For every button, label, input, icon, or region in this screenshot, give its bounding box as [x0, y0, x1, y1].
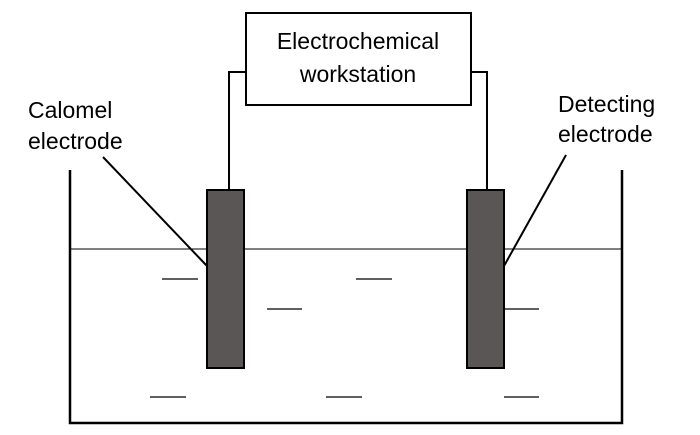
liquid-dashes	[150, 278, 539, 398]
detecting-label-line2: electrode	[558, 121, 653, 147]
calomel-label-line2: electrode	[28, 128, 123, 154]
calomel-label-line1: Calomel	[28, 97, 112, 123]
workstation-box	[245, 12, 472, 106]
calomel-leader-line	[102, 156, 208, 267]
workstation-label-line1: Electrochemical	[277, 28, 439, 54]
calomel-electrode-rod	[206, 189, 245, 369]
workstation-label-line2: workstation	[299, 61, 416, 87]
detecting-leader-line	[503, 154, 567, 267]
detecting-label-line1: Detecting	[558, 91, 655, 117]
wire-right	[471, 71, 488, 190]
wire-left	[228, 71, 246, 190]
detecting-electrode-rod	[466, 189, 505, 369]
beaker-container	[68, 170, 624, 425]
